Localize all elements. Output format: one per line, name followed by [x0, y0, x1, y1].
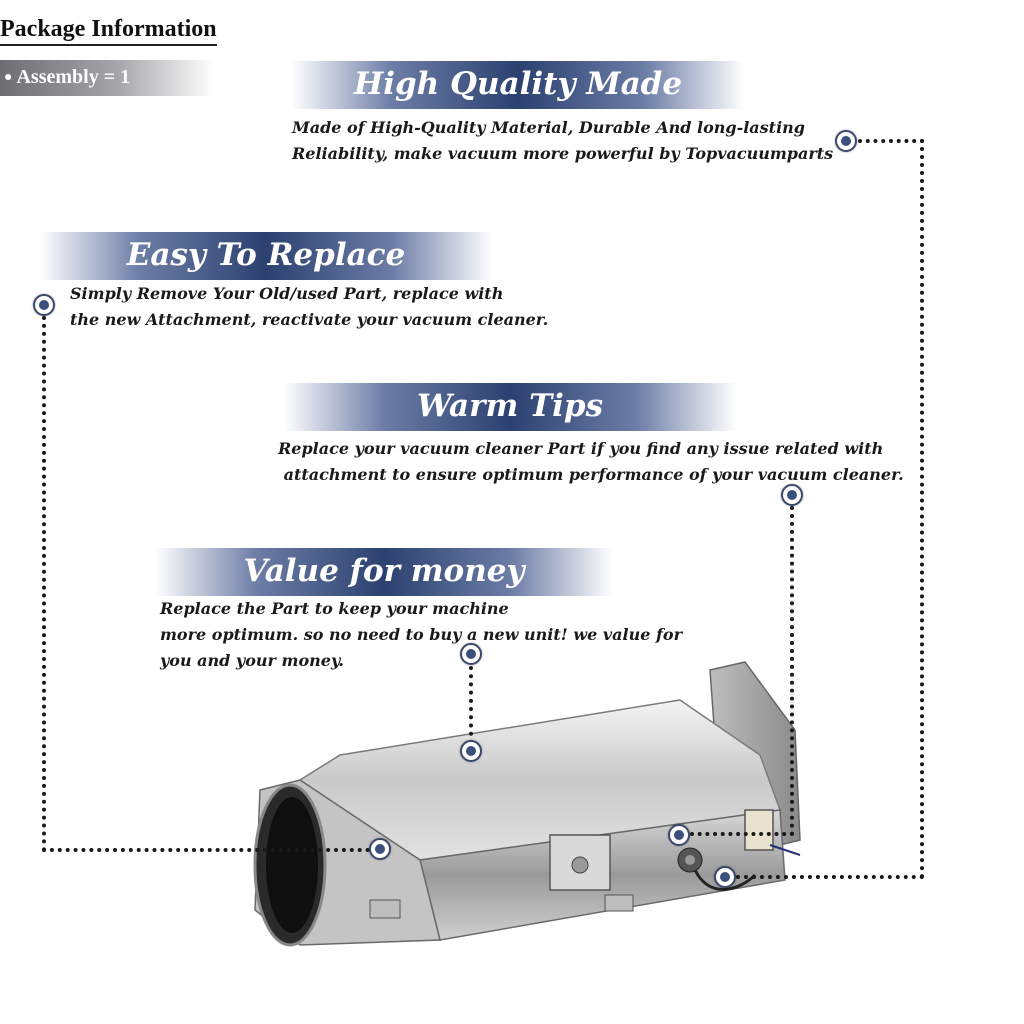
marker-dot-icon	[369, 838, 391, 860]
marker-dot-icon	[460, 643, 482, 665]
desc-line: more optimum. so no need to buy a new un…	[160, 625, 682, 644]
package-info-title: Package Information	[0, 16, 217, 46]
desc-warm-tips: Replace your vacuum cleaner Part if you …	[278, 436, 904, 488]
marker-dot-icon	[33, 294, 55, 316]
connector-line	[42, 848, 370, 852]
desc-line: Made of High-Quality Material, Durable A…	[292, 118, 805, 137]
desc-line: Simply Remove Your Old/used Part, replac…	[70, 284, 504, 303]
bullet-icon: ●	[4, 70, 13, 85]
desc-high-quality: Made of High-Quality Material, Durable A…	[292, 115, 833, 167]
connector-line	[690, 832, 794, 836]
package-item-label: Assembly = 1	[16, 66, 131, 88]
desc-line: Reliability, make vacuum more powerful b…	[292, 144, 834, 163]
connector-line	[920, 139, 924, 879]
connector-line	[858, 139, 924, 143]
desc-easy-replace: Simply Remove Your Old/used Part, replac…	[70, 281, 548, 333]
desc-line: you and your money.	[160, 651, 344, 670]
banner-easy-replace: Easy To Replace	[40, 232, 492, 280]
banner-high-quality: High Quality Made	[292, 61, 744, 109]
marker-dot-icon	[781, 484, 803, 506]
desc-value-money: Replace the Part to keep your machine mo…	[160, 596, 682, 674]
marker-dot-icon	[668, 824, 690, 846]
banner-value-money: Value for money	[156, 548, 612, 596]
desc-line: the new Attachment, reactivate your vacu…	[70, 310, 549, 329]
marker-dot-icon	[714, 866, 736, 888]
marker-dot-icon	[460, 740, 482, 762]
banner-title: Value for money	[243, 553, 525, 589]
connector-line	[790, 506, 794, 836]
banner-title: Easy To Replace	[126, 237, 406, 273]
desc-line: Replace the Part to keep your machine	[160, 599, 509, 618]
desc-line: Replace your vacuum cleaner Part if you …	[278, 439, 884, 458]
connector-line	[736, 875, 924, 879]
banner-title: Warm Tips	[416, 388, 604, 424]
marker-dot-icon	[835, 130, 857, 152]
connector-line	[42, 316, 46, 852]
desc-line: attachment to ensure optimum performance…	[278, 465, 904, 484]
banner-warm-tips: Warm Tips	[284, 383, 736, 431]
connector-line	[469, 666, 473, 744]
heater-assembly-image	[253, 661, 801, 947]
banner-title: High Quality Made	[353, 66, 683, 102]
package-item-bar: ●Assembly = 1	[0, 60, 214, 96]
